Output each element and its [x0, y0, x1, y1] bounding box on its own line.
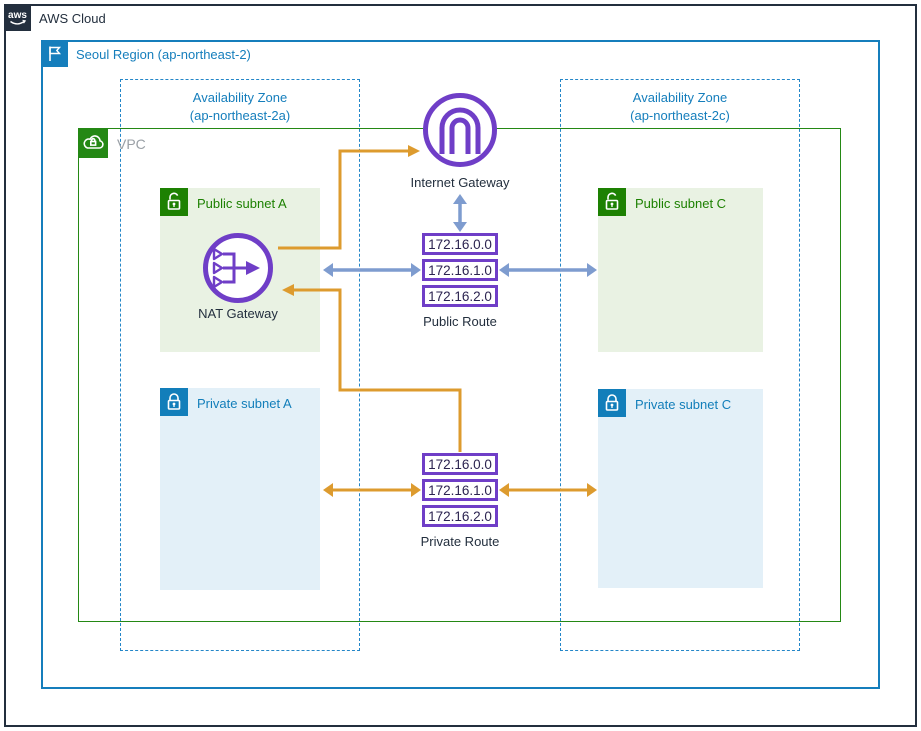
region-container: [41, 40, 880, 689]
closed-lock-icon: [160, 388, 188, 416]
route-entry: 172.16.2.0: [422, 285, 498, 307]
aws-logo-icon: aws: [4, 4, 31, 31]
subnet-label: Public subnet C: [635, 196, 727, 211]
nat-gateway-label: NAT Gateway: [198, 306, 278, 321]
subnet-public-c: Public subnet C: [598, 188, 763, 352]
private-route-table: 172.16.0.0 172.16.1.0 172.16.2.0: [422, 453, 498, 531]
az-a-label-line1: Availability Zone: [192, 90, 288, 105]
az-c-label-line1: Availability Zone: [632, 90, 728, 105]
route-entry: 172.16.1.0: [422, 259, 498, 281]
route-entry: 172.16.1.0: [422, 479, 498, 501]
route-entry: 172.16.0.0: [422, 453, 498, 475]
subnet-private-c: Private subnet C: [598, 389, 763, 588]
az-a-label-line2: (ap-northeast-2a): [189, 108, 291, 124]
public-route-table: 172.16.0.0 172.16.1.0 172.16.2.0: [422, 233, 498, 311]
vpc-label: VPC: [117, 136, 146, 152]
subnet-label: Private subnet A: [197, 396, 292, 411]
az-c-label-line2: (ap-northeast-2c): [630, 108, 730, 124]
availability-zone-a-label: Availability Zone (ap-northeast-2a): [120, 89, 360, 125]
internet-gateway-icon: [423, 93, 497, 167]
subnet-label: Private subnet C: [635, 397, 732, 412]
route-entry: 172.16.0.0: [422, 233, 498, 255]
public-route-label: Public Route: [423, 314, 497, 329]
aws-logo-text: aws: [8, 10, 27, 21]
nat-gateway-icon: [203, 233, 273, 303]
availability-zone-c-label: Availability Zone (ap-northeast-2c): [560, 89, 800, 125]
aws-cloud-title: AWS Cloud: [39, 11, 106, 26]
internet-gateway-label: Internet Gateway: [410, 175, 510, 190]
availability-zone-c-container: [560, 79, 800, 651]
private-route-label: Private Route: [420, 534, 500, 549]
subnet-label: Public subnet A: [197, 196, 287, 211]
vpc-cloud-icon: [78, 128, 108, 158]
open-lock-icon: [598, 188, 626, 216]
region-label: Seoul Region (ap-northeast-2): [76, 47, 251, 62]
closed-lock-icon: [598, 389, 626, 417]
route-entry: 172.16.2.0: [422, 505, 498, 527]
open-lock-icon: [160, 188, 188, 216]
region-flag-icon: [41, 40, 68, 67]
subnet-private-a: Private subnet A: [160, 388, 320, 590]
